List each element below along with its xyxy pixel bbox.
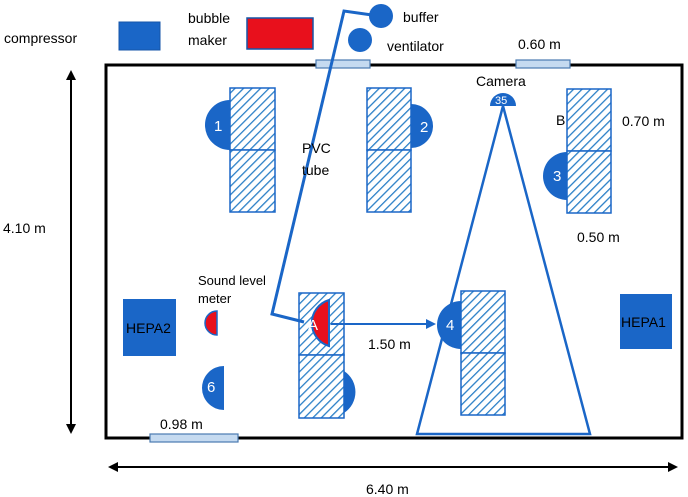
camera-label: Camera [476,73,526,89]
desk-bottom-right [460,290,506,416]
ventilator-icon [348,28,372,52]
ventilator-label: ventilator [387,38,444,54]
sound-meter-icon [204,310,218,336]
camera-id: 35 [495,95,507,107]
seat-a-bubble-maker: A [308,298,330,348]
b-label: B [556,112,565,128]
width-dimension: 6.40 m [366,481,409,497]
seat-1: 1 [205,100,230,150]
hepa1-unit [620,294,672,349]
hepa2-unit [123,299,176,356]
hepa2-label: HEPA2 [126,320,171,336]
desk-gap-bottom-dimension: 0.50 m [577,229,620,245]
desk-gap-b-dimension: 0.70 m [622,113,665,129]
buffer-label: buffer [403,9,439,25]
desk-top-left [229,87,276,213]
sound-meter-label-line1: Sound level [198,273,266,288]
hepa1-label: HEPA1 [621,314,666,330]
seat-6: 6 [202,366,224,410]
desk-top-right [566,88,612,214]
seat-a-label: A [308,317,318,334]
pvc-label-line1: PVC [302,140,331,156]
seat-2-label: 2 [420,119,428,136]
seat-6-label: 6 [207,379,215,396]
seat-4-label: 4 [446,317,454,334]
seat-4: 4 [437,301,461,349]
pvc-tube [270,9,373,324]
height-dimension: 4.10 m [3,220,46,236]
seat-5: 5 [344,371,363,413]
pvc-label-line2: tube [302,162,329,178]
room-outline [104,63,684,440]
window-top-right [515,59,571,69]
camera-icon [490,93,516,106]
desk-top-middle [366,87,412,213]
compressor-swatch [118,21,161,51]
buffer-icon [369,4,393,28]
seat-2: 2 [411,104,433,148]
window-top-dimension: 0.60 m [518,36,561,52]
window-top-left [315,59,371,69]
bubble-maker-swatch [246,17,314,50]
seat-1-label: 1 [214,118,222,135]
seat-3-label: 3 [553,168,561,185]
seat-3: 3 [543,152,567,200]
a-to-4-dimension: 1.50 m [368,336,411,352]
window-bottom [149,433,239,443]
compressor-label: compressor [4,30,77,46]
seat-5-label: 5 [355,384,363,401]
bubble-maker-label-line1: bubble [188,10,230,26]
window-bottom-dimension: 0.98 m [160,416,203,432]
bubble-maker-label-line2: maker [188,32,227,48]
camera-view-cone [415,101,592,436]
sound-meter-label-line2: meter [198,291,232,306]
